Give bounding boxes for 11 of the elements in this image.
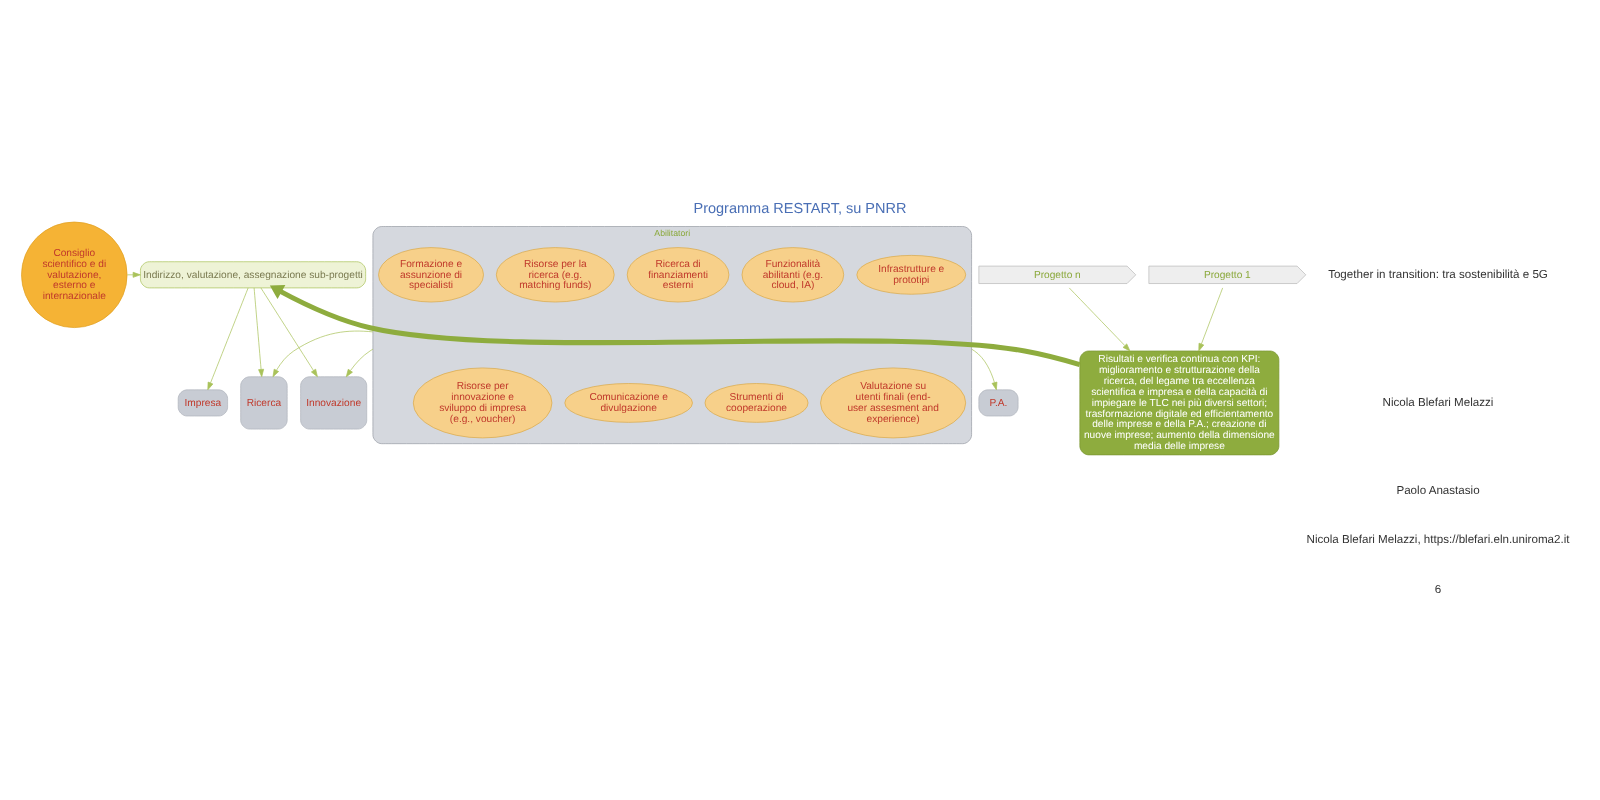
arrow [253,286,264,377]
arrow [1068,286,1131,351]
arrow [269,283,1081,367]
arrow [127,270,141,277]
arrow [260,286,318,377]
arrow [207,286,249,390]
arrow [971,347,998,390]
arrow [1198,286,1223,351]
diagram-title: Programma RESTART, su PNRR [693,198,907,217]
arrow [272,329,374,377]
arrow [345,347,374,377]
